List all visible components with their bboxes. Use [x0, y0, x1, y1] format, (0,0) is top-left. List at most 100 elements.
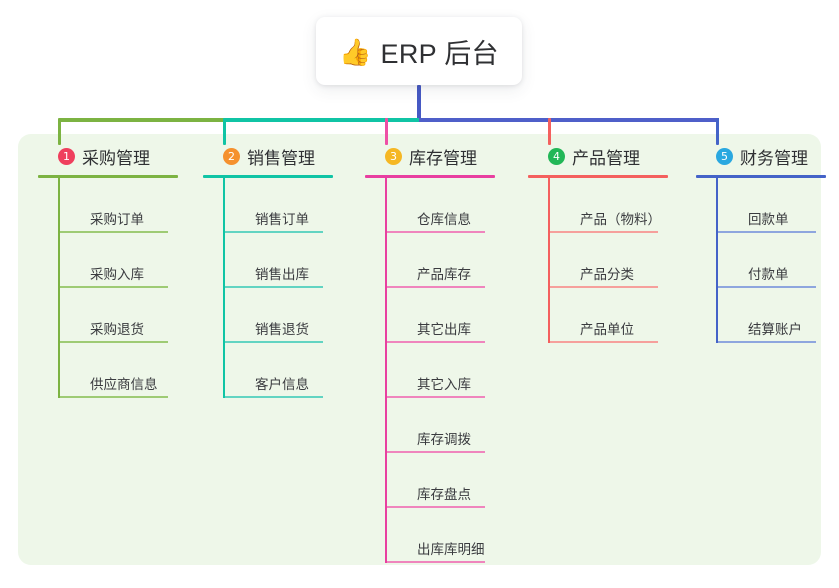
root-node-card[interactable]: 👍 ERP 后台	[316, 17, 522, 85]
branch-item-rule	[387, 231, 485, 233]
branch-item[interactable]: 采购入库	[60, 233, 188, 288]
branch-spine	[385, 178, 387, 563]
branch-item-rule	[60, 286, 168, 288]
branch-item-label: 库存调拨	[417, 431, 471, 447]
branch-item[interactable]: 采购订单	[60, 178, 188, 233]
diagram-panel-background	[18, 134, 821, 565]
thumbs-up-icon: 👍	[339, 36, 372, 67]
branch-item[interactable]: 销售退货	[225, 288, 343, 343]
branch-item[interactable]: 回款单	[718, 178, 836, 233]
branch-items: 采购订单采购入库采购退货供应商信息	[38, 178, 188, 398]
branch-item-rule	[387, 286, 485, 288]
branch-item-rule	[718, 286, 816, 288]
branch-item-label: 产品库存	[417, 266, 471, 282]
branch-item[interactable]: 供应商信息	[60, 343, 188, 398]
branch-item[interactable]: 产品单位	[550, 288, 678, 343]
branch-item-rule	[225, 231, 323, 233]
branch-item-rule	[550, 231, 658, 233]
branch-item[interactable]: 产品分类	[550, 233, 678, 288]
branch-item-label: 仓库信息	[417, 211, 471, 227]
branch-item-label: 采购订单	[90, 211, 144, 227]
branch-header-1[interactable]: 1 采购管理	[38, 143, 188, 169]
branch-item-label: 客户信息	[255, 376, 309, 392]
branch-spine	[58, 178, 60, 398]
branch-item-label: 产品（物料）	[580, 211, 661, 227]
branch-item[interactable]: 出库库明细	[387, 508, 505, 563]
branch-header-rule	[203, 175, 333, 178]
branch-number-badge: 1	[58, 147, 75, 165]
branch-column-4: 4 产品管理产品（物料） 产品分类产品单位	[528, 143, 678, 343]
branch-item-label: 产品分类	[580, 266, 634, 282]
branch-header-rule	[365, 175, 495, 178]
branch-item-rule	[225, 286, 323, 288]
branch-item-label: 销售出库	[255, 266, 309, 282]
branch-item-label: 采购退货	[90, 321, 144, 337]
branch-header-2[interactable]: 2 销售管理	[203, 143, 343, 169]
branch-item[interactable]: 销售出库	[225, 233, 343, 288]
branch-item-rule	[225, 341, 323, 343]
branch-column-1: 1 采购管理采购订单采购入库采购退货供应商信息	[38, 143, 188, 398]
branch-item[interactable]: 付款单	[718, 233, 836, 288]
branch-number-badge: 5	[716, 147, 733, 165]
branch-title: 采购管理	[82, 148, 150, 168]
branch-item-rule	[550, 341, 658, 343]
branch-item-label: 付款单	[748, 266, 789, 282]
branch-number-badge: 4	[548, 147, 565, 165]
branch-item-label: 出库库明细	[417, 541, 485, 557]
branch-items: 产品（物料） 产品分类产品单位	[528, 178, 678, 343]
branch-column-2: 2 销售管理销售订单销售出库销售退货客户信息	[203, 143, 343, 398]
branch-title: 产品管理	[572, 148, 640, 168]
branch-item[interactable]: 仓库信息	[387, 178, 505, 233]
branch-number-badge: 2	[223, 147, 240, 165]
root-stem	[417, 85, 421, 122]
branch-header-4[interactable]: 4 产品管理	[528, 143, 678, 169]
hbar-blue	[419, 118, 719, 122]
branch-item[interactable]: 客户信息	[225, 343, 343, 398]
branch-drop-4	[548, 118, 551, 145]
branch-drop-5	[716, 118, 719, 145]
branch-item-rule	[718, 341, 816, 343]
branch-drop-1	[58, 118, 61, 145]
branch-item-rule	[718, 231, 816, 233]
branch-item-label: 销售订单	[255, 211, 309, 227]
branch-item-rule	[60, 231, 168, 233]
branch-item[interactable]: 其它入库	[387, 343, 505, 398]
branch-item[interactable]: 库存调拨	[387, 398, 505, 453]
branch-item[interactable]: 其它出库	[387, 288, 505, 343]
branch-item[interactable]: 库存盘点	[387, 453, 505, 508]
branch-header-5[interactable]: 5 财务管理	[696, 143, 836, 169]
branch-item-rule	[387, 561, 485, 563]
branch-title: 销售管理	[247, 148, 315, 168]
branch-item-label: 销售退货	[255, 321, 309, 337]
branch-items: 仓库信息产品库存其它出库其它入库库存调拨库存盘点出库库明细	[365, 178, 505, 563]
branch-drop-2	[223, 118, 226, 145]
branch-header-rule	[696, 175, 826, 178]
branch-items: 销售订单销售出库销售退货客户信息	[203, 178, 343, 398]
branch-item[interactable]: 产品库存	[387, 233, 505, 288]
branch-item-label: 回款单	[748, 211, 789, 227]
branch-item-label: 产品单位	[580, 321, 634, 337]
branch-title: 库存管理	[409, 148, 477, 168]
branch-item-rule	[387, 451, 485, 453]
hbar-green	[59, 118, 224, 122]
branch-spine	[548, 178, 550, 343]
branch-header-rule	[528, 175, 668, 178]
branch-item[interactable]: 结算账户	[718, 288, 836, 343]
branch-header-rule	[38, 175, 178, 178]
branch-item-rule	[550, 286, 658, 288]
branch-item-label: 采购入库	[90, 266, 144, 282]
branch-item[interactable]: 采购退货	[60, 288, 188, 343]
branch-item-label: 其它出库	[417, 321, 471, 337]
branch-column-5: 5 财务管理回款单付款单结算账户	[696, 143, 836, 343]
branch-drop-3	[385, 118, 388, 145]
branch-title: 财务管理	[740, 148, 808, 168]
hbar-teal	[224, 118, 419, 122]
branch-item-rule	[225, 396, 323, 398]
branch-item-rule	[387, 506, 485, 508]
branch-item[interactable]: 销售订单	[225, 178, 343, 233]
branch-item-label: 结算账户	[748, 321, 802, 337]
branch-item[interactable]: 产品（物料）	[550, 178, 678, 233]
